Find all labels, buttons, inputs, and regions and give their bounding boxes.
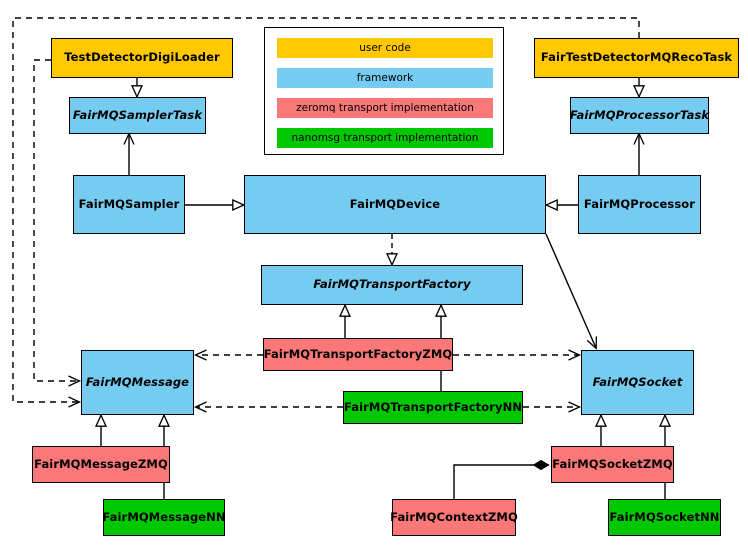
legend-item-framework: framework [277, 68, 493, 88]
class-node-fair-mq-message-nn[interactable]: FairMQMessageNN [102, 499, 226, 536]
class-node-fair-mq-processor[interactable]: FairMQProcessor [578, 175, 701, 234]
class-node-fair-mq-sampler-task[interactable]: FairMQSamplerTask [69, 97, 206, 134]
class-node-fair-mq-sampler[interactable]: FairMQSampler [73, 175, 185, 234]
class-node-fair-mq-processor-task[interactable]: FairMQProcessorTask [570, 97, 709, 134]
legend-item-user: user code [277, 38, 493, 58]
class-node-test-detector-digi-loader[interactable]: TestDetectorDigiLoader [51, 38, 233, 78]
class-node-fair-mq-socket-zmq[interactable]: FairMQSocketZMQ [551, 446, 674, 483]
legend-item-nanomsg: nanomsg transport implementation [277, 128, 493, 148]
class-node-fair-mq-socket-nn[interactable]: FairMQSocketNN [608, 499, 721, 536]
legend-panel: user code framework zeromq transport imple… [264, 27, 504, 155]
legend-item-zeromq: zeromq transport implementation [277, 98, 493, 118]
edge-contextzmq-socketzmq [453, 459, 550, 499]
class-node-fair-mq-socket[interactable]: FairMQSocket [581, 350, 694, 415]
class-node-fair-mq-device[interactable]: FairMQDevice [244, 175, 546, 234]
class-node-fair-mq-message[interactable]: FairMQMessage [81, 350, 194, 415]
class-node-fair-mq-context-zmq[interactable]: FairMQContextZMQ [390, 499, 518, 536]
class-node-fair-test-detector-mq-reco-task[interactable]: FairTestDetectorMQRecoTask [534, 38, 739, 78]
edge-device-socket [545, 233, 598, 350]
class-node-fair-mq-transport-factory-zmq[interactable]: FairMQTransportFactoryZMQ [263, 338, 453, 371]
class-node-fair-mq-message-zmq[interactable]: FairMQMessageZMQ [32, 446, 170, 483]
class-node-fair-mq-transport-factory[interactable]: FairMQTransportFactory [261, 265, 523, 305]
class-node-fair-mq-transport-factory-nn[interactable]: FairMQTransportFactoryNN [343, 391, 523, 424]
